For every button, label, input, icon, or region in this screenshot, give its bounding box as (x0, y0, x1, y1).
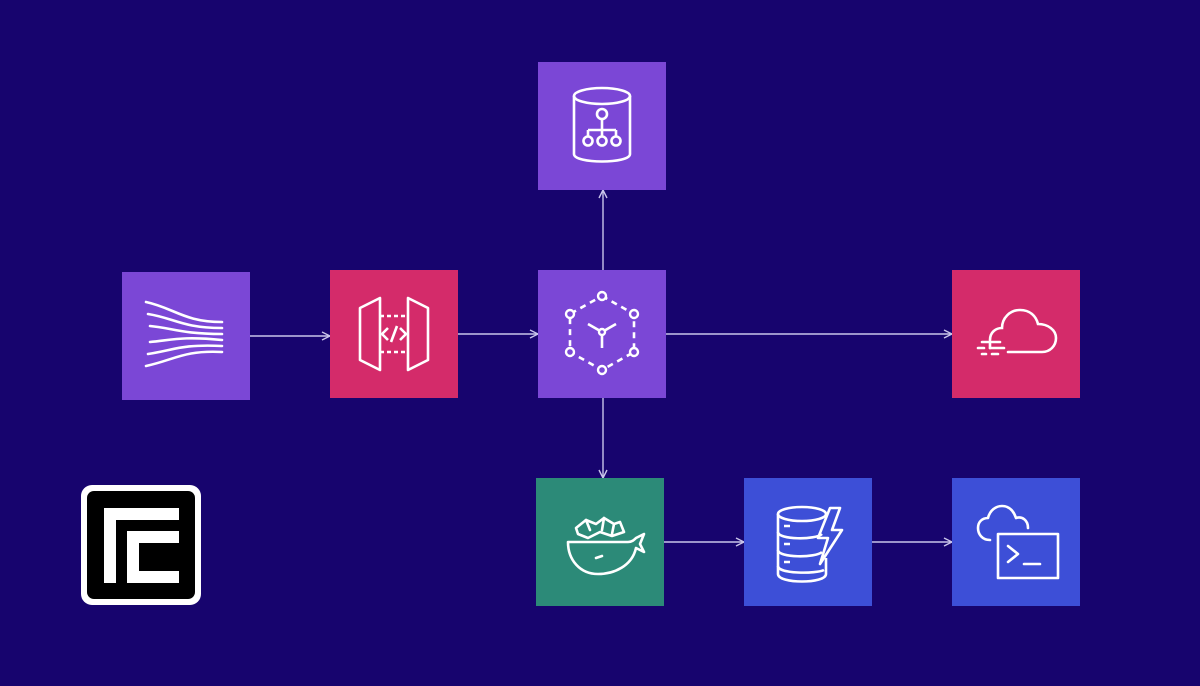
cloud-speed-icon (976, 308, 1058, 356)
appsync-node (538, 270, 666, 398)
cloud-shell-node (952, 478, 1080, 606)
cloud-shell-icon (976, 504, 1060, 580)
graph-database-icon (572, 86, 632, 163)
stream-node (122, 272, 250, 400)
kinesis-stream-icon (144, 300, 224, 368)
api-gateway-node (330, 270, 458, 398)
container-whale-icon (566, 516, 646, 576)
brand-logo (80, 484, 202, 606)
dynamodb-lightning-icon (776, 505, 844, 583)
graph-database-node (538, 62, 666, 190)
container-node (536, 478, 664, 606)
appsync-graph-icon (564, 290, 640, 376)
dynamodb-node (744, 478, 872, 606)
api-gateway-icon (358, 296, 430, 372)
cloud-node (952, 270, 1080, 398)
brand-logo-icon (81, 485, 201, 605)
